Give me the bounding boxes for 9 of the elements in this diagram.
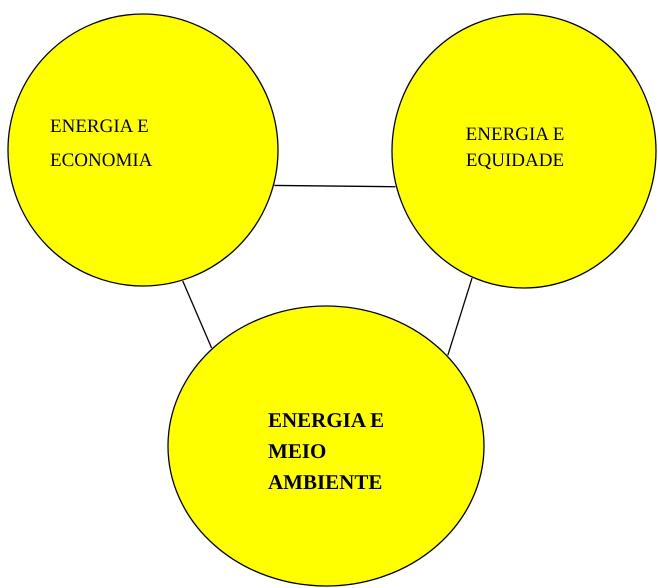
node-label: ENERGIA E EQUIDADE [464,123,566,173]
connector-line [274,184,396,188]
node-label: ENERGIA E ECONOMIA [50,115,154,173]
circle-node [7,13,279,287]
node-label: ENERGIA E MEIO AMBIENTE [268,407,386,496]
circle-node [167,305,485,587]
connector-line [447,278,473,356]
connector-line [182,280,212,348]
circle-node [391,13,657,289]
